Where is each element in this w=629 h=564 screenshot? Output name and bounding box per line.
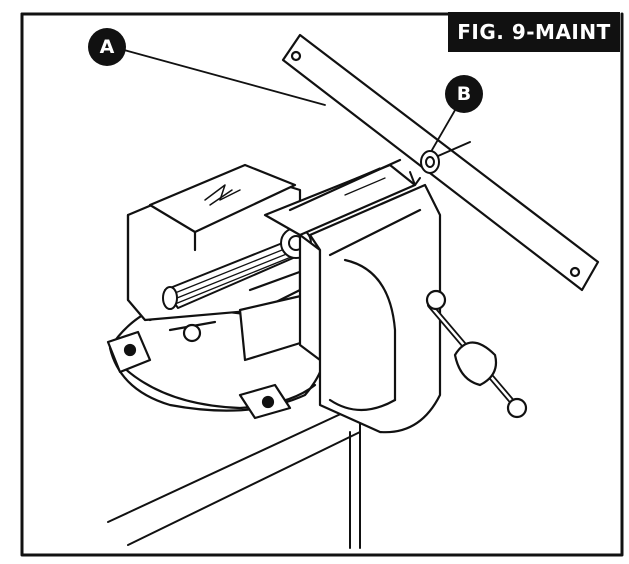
callout-a-label: A — [88, 28, 126, 66]
vise-swivel-base — [106, 293, 327, 420]
workbench — [107, 404, 361, 549]
part-b-pin — [409, 141, 471, 186]
vise-body — [126, 163, 312, 362]
vise-front-jaw — [263, 158, 442, 434]
figure-frame — [20, 12, 624, 557]
part-a-flat-bar — [281, 33, 600, 292]
figure-title: FIG. 9-MAINT — [448, 12, 620, 52]
callout-b-label: B — [445, 75, 483, 113]
callout-leaders — [123, 49, 459, 151]
vise-handle — [425, 289, 528, 419]
